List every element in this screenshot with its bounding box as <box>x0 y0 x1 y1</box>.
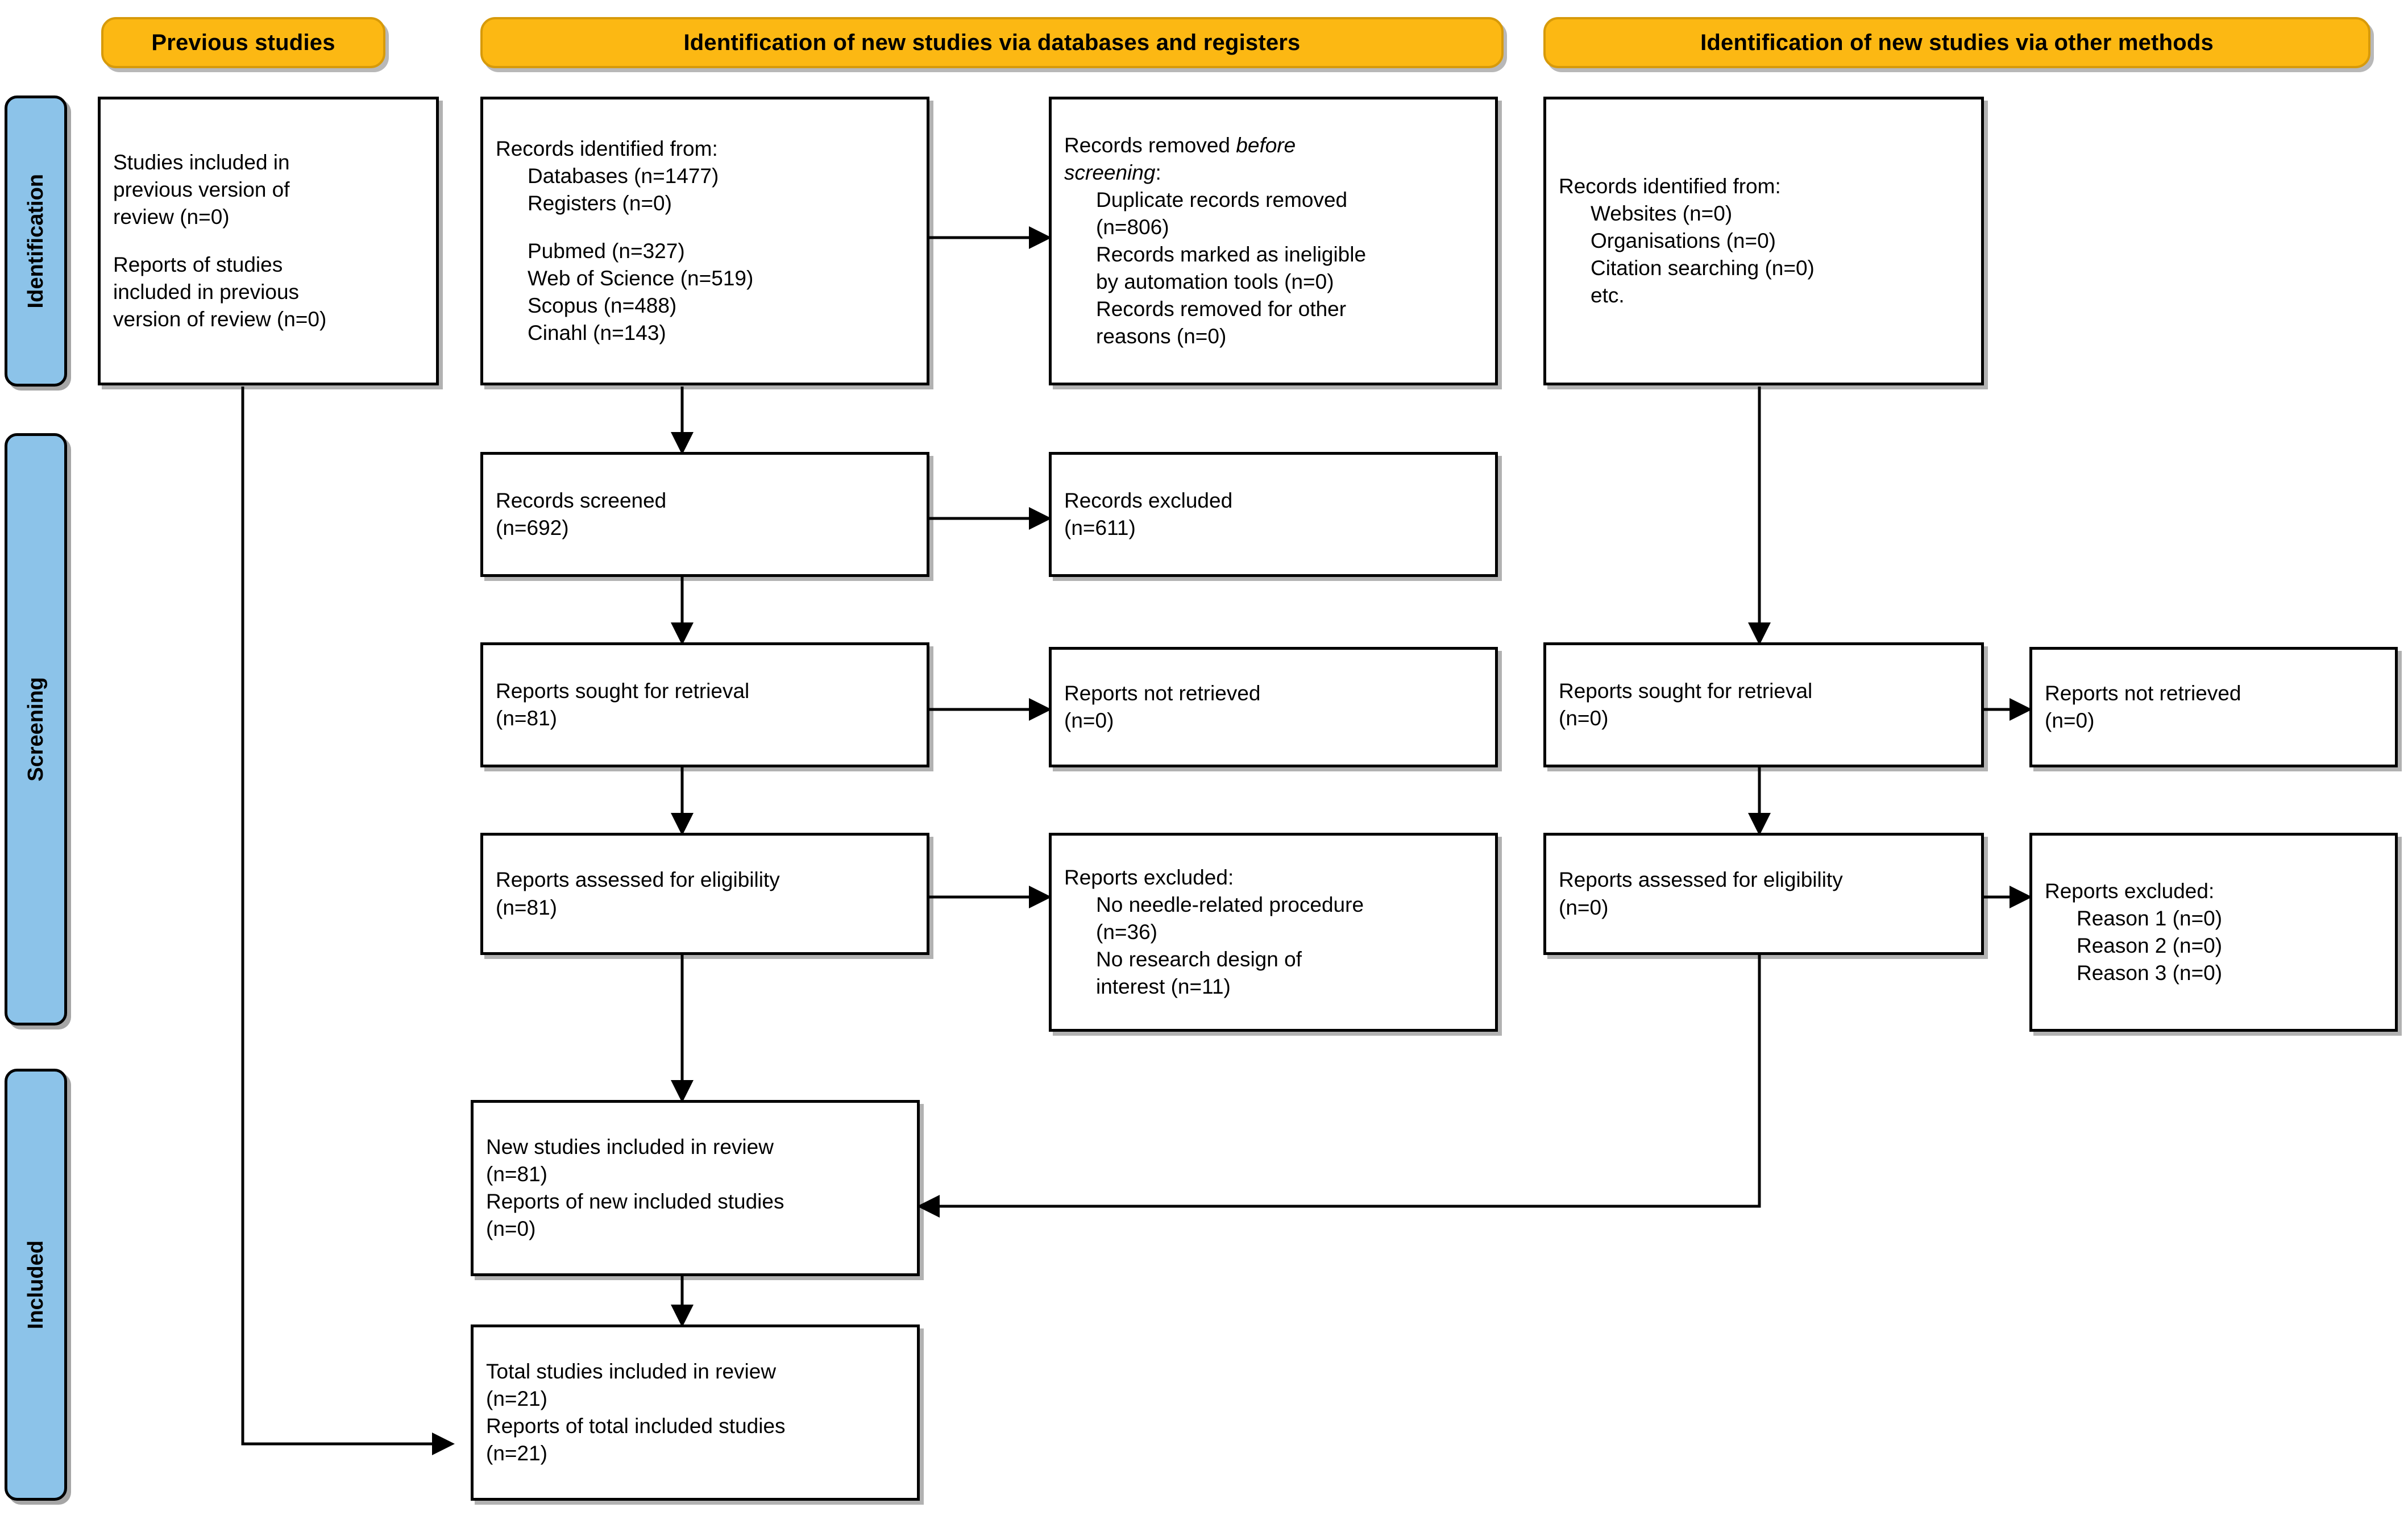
box-reports-sought-other: Reports sought for retrieval (n=0) <box>1543 642 1984 767</box>
records-removed-line-2: screening: <box>1064 159 1483 186</box>
records-identified-line-1: Records identified from: <box>496 136 718 160</box>
box-new-studies-included: New studies included in review (n=81) Re… <box>471 1100 920 1276</box>
stage-label-included: Included <box>5 1069 67 1501</box>
records-screened-count: (n=692) <box>496 516 569 539</box>
reports-excluded-other-reason-1: Reason 1 (n=0) <box>2077 906 2223 930</box>
reports-sought-other-count: (n=0) <box>1559 707 1609 730</box>
box-reports-excluded-other: Reports excluded: Reason 1 (n=0) Reason … <box>2029 833 2398 1032</box>
previous-studies-line-1: Studies included in <box>113 150 290 174</box>
box-records-identified-other: Records identified from: Websites (n=0) … <box>1543 97 1984 385</box>
stage-label-identification: Identification <box>5 96 67 387</box>
box-reports-assessed-databases: Reports assessed for eligibility (n=81) <box>480 833 929 955</box>
reports-excluded-db-reason-2-count: interest (n=11) <box>1096 975 1231 999</box>
reports-excluded-other-reason-2: Reason 2 (n=0) <box>2077 934 2223 957</box>
new-studies-reports-count: (n=0) <box>486 1217 536 1241</box>
phase-header-databases-registers-label: Identification of new studies via databa… <box>683 30 1301 55</box>
box-records-removed-before-screening: Records removed before screening: Duplic… <box>1049 97 1498 385</box>
reports-not-retrieved-db-count: (n=0) <box>1064 709 1114 732</box>
box-previous-studies: Studies included in previous version of … <box>98 97 439 385</box>
reports-not-retrieved-other-label: Reports not retrieved <box>2045 681 2241 705</box>
other-identified-organisations: Organisations (n=0) <box>1591 229 1776 252</box>
stage-label-identification-text: Identification <box>23 173 48 309</box>
records-removed-duplicates: Duplicate records removed <box>1096 188 1348 211</box>
reports-assessed-db-count: (n=81) <box>496 895 557 919</box>
box-records-identified-databases: Records identified from: Databases (n=14… <box>480 97 929 385</box>
phase-header-databases-registers: Identification of new studies via databa… <box>480 17 1504 68</box>
records-removed-ineligible: Records marked as ineligible <box>1096 243 1367 266</box>
reports-excluded-db-reason-2: No research design of <box>1096 948 1302 971</box>
reports-excluded-db-reason-1-count: (n=36) <box>1096 920 1157 944</box>
records-excluded-label: Records excluded <box>1064 488 1233 512</box>
total-studies-reports-count: (n=21) <box>486 1442 547 1465</box>
records-removed-other-count: reasons (n=0) <box>1096 325 1227 348</box>
new-studies-included-label: New studies included in review <box>486 1135 774 1159</box>
total-studies-included-count: (n=21) <box>486 1386 547 1410</box>
box-records-screened: Records screened (n=692) <box>480 452 929 577</box>
records-removed-line-1-text: Records removed <box>1064 133 1236 157</box>
new-studies-reports-label: Reports of new included studies <box>486 1190 784 1213</box>
reports-assessed-other-label: Reports assessed for eligibility <box>1559 868 1843 892</box>
records-identified-cinahl: Cinahl (n=143) <box>528 321 666 345</box>
total-studies-reports-label: Reports of total included studies <box>486 1414 786 1438</box>
reports-assessed-other-count: (n=0) <box>1559 895 1609 919</box>
box-reports-assessed-other: Reports assessed for eligibility (n=0) <box>1543 833 1984 955</box>
previous-studies-line-3: review (n=0) <box>113 205 230 229</box>
box-reports-not-retrieved-databases: Reports not retrieved (n=0) <box>1049 647 1498 767</box>
previous-studies-line-4: Reports of studies <box>113 253 283 276</box>
total-studies-included-label: Total studies included in review <box>486 1359 777 1383</box>
new-studies-included-count: (n=81) <box>486 1162 547 1186</box>
stage-label-screening: Screening <box>5 433 67 1025</box>
other-identified-citation: Citation searching (n=0) <box>1591 256 1815 280</box>
box-total-studies-included: Total studies included in review (n=21) … <box>471 1324 920 1501</box>
records-identified-spacer <box>496 217 914 238</box>
arrow-previous-to-total <box>241 387 455 1455</box>
reports-excluded-db-label: Reports excluded: <box>1064 865 1234 889</box>
box-reports-sought-databases: Reports sought for retrieval (n=81) <box>480 642 929 767</box>
reports-sought-other-label: Reports sought for retrieval <box>1559 679 1813 703</box>
records-identified-webofscience: Web of Science (n=519) <box>528 267 754 290</box>
other-identified-line-1: Records identified from: <box>1559 174 1781 198</box>
phase-header-previous-studies-label: Previous studies <box>151 30 335 55</box>
phase-header-other-methods: Identification of new studies via other … <box>1543 17 2370 68</box>
phase-header-other-methods-label: Identification of new studies via other … <box>1700 30 2214 55</box>
records-removed-other: Records removed for other <box>1096 297 1347 321</box>
reports-sought-db-count: (n=81) <box>496 707 557 730</box>
records-identified-scopus: Scopus (n=488) <box>528 294 677 318</box>
box-reports-not-retrieved-other: Reports not retrieved (n=0) <box>2029 647 2398 767</box>
reports-sought-db-label: Reports sought for retrieval <box>496 679 750 703</box>
previous-studies-line-5: included in previous <box>113 280 300 304</box>
phase-header-previous-studies: Previous studies <box>101 17 385 68</box>
other-identified-etc: etc. <box>1591 284 1625 308</box>
reports-excluded-other-label: Reports excluded: <box>2045 879 2215 903</box>
records-removed-line-1: Records removed before <box>1064 132 1483 159</box>
records-removed-colon: : <box>1155 160 1161 184</box>
reports-not-retrieved-other-count: (n=0) <box>2045 709 2095 732</box>
reports-excluded-other-reason-3: Reason 3 (n=0) <box>2077 961 2223 985</box>
records-removed-screening-em: screening <box>1064 160 1156 184</box>
stage-label-included-text: Included <box>23 1240 48 1330</box>
previous-studies-line-2: previous version of <box>113 177 290 201</box>
records-removed-before-em: before <box>1236 133 1296 157</box>
records-removed-duplicates-count: (n=806) <box>1096 215 1169 239</box>
previous-studies-spacer <box>113 231 424 251</box>
records-screened-label: Records screened <box>496 488 667 512</box>
records-identified-registers: Registers (n=0) <box>528 191 672 215</box>
stage-label-screening-text: Screening <box>23 677 48 782</box>
records-identified-databases: Databases (n=1477) <box>528 164 719 188</box>
box-reports-excluded-databases: Reports excluded: No needle-related proc… <box>1049 833 1498 1032</box>
other-identified-websites: Websites (n=0) <box>1591 201 1733 225</box>
records-excluded-count: (n=611) <box>1064 516 1136 539</box>
records-removed-ineligible-count: by automation tools (n=0) <box>1096 270 1334 294</box>
reports-not-retrieved-db-label: Reports not retrieved <box>1064 681 1261 705</box>
records-identified-pubmed: Pubmed (n=327) <box>528 239 685 263</box>
previous-studies-line-6: version of review (n=0) <box>113 308 327 331</box>
box-records-excluded: Records excluded (n=611) <box>1049 452 1498 577</box>
reports-assessed-db-label: Reports assessed for eligibility <box>496 868 780 892</box>
reports-excluded-db-reason-1: No needle-related procedure <box>1096 892 1364 916</box>
